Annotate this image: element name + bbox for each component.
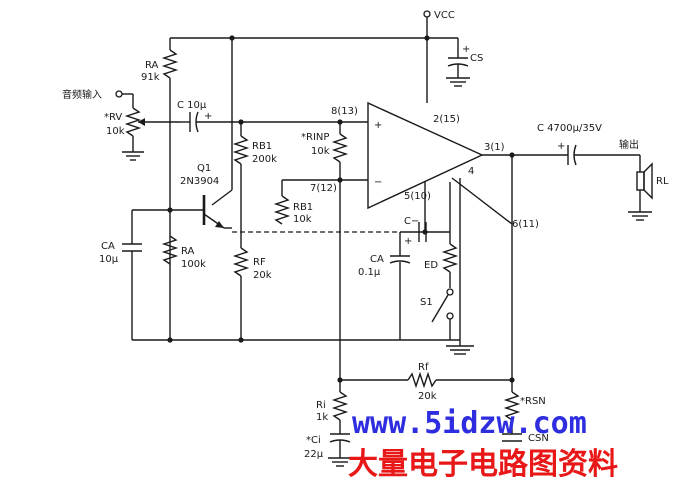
rl-label: RL bbox=[656, 176, 669, 187]
rb1-top-label: RB1 bbox=[252, 141, 272, 152]
ca-left-label: CA bbox=[101, 241, 115, 252]
rl-speaker bbox=[628, 155, 653, 221]
ca-mid-value: 0.1μ bbox=[358, 267, 381, 278]
s1-switch bbox=[431, 288, 454, 340]
ci-value: 22μ bbox=[304, 449, 324, 460]
ri-value: 1k bbox=[316, 412, 328, 423]
pin5-network bbox=[389, 182, 450, 340]
c-minus-label: C− bbox=[404, 216, 419, 227]
rb1-top-resistor bbox=[232, 122, 250, 248]
pin-6-leader bbox=[451, 177, 513, 225]
watermark-site: 大量电子电路图资料 bbox=[348, 447, 618, 482]
rb1-top-value: 200k bbox=[252, 154, 277, 165]
pin-4: 4 bbox=[468, 166, 474, 177]
s1-label: S1 bbox=[420, 297, 433, 308]
op-minus: − bbox=[374, 177, 382, 188]
q1-transistor bbox=[132, 38, 233, 229]
ra-top-value: 91k bbox=[141, 72, 160, 83]
q1-label: Q1 bbox=[197, 163, 211, 174]
rf-left-resistor bbox=[232, 247, 250, 340]
rf-bottom-value: 20k bbox=[418, 391, 437, 402]
ca-left-value: 10μ bbox=[99, 254, 119, 265]
cs-label: CS bbox=[470, 53, 483, 64]
pin-7-12: 7(12) bbox=[310, 183, 337, 194]
ra-top-label: RA bbox=[145, 60, 159, 71]
cs-plus: + bbox=[462, 44, 470, 55]
output-cap-label: C 4700μ/35V bbox=[537, 123, 602, 134]
rsn-resistor bbox=[502, 391, 522, 442]
rv-value: 10k bbox=[106, 126, 125, 137]
pin-8-13: 8(13) bbox=[331, 106, 358, 117]
csn-label: CSN bbox=[528, 433, 549, 444]
rf-bottom-resistor bbox=[340, 155, 515, 392]
ra-low-resistor bbox=[161, 235, 179, 265]
cs-capacitor bbox=[446, 38, 470, 87]
ra-low-label: RA bbox=[181, 246, 195, 257]
ed-label: ED bbox=[424, 260, 438, 271]
rb1-mid-resistor bbox=[273, 180, 291, 225]
rf-left-value: 20k bbox=[253, 270, 272, 281]
ed-resistor bbox=[441, 182, 459, 288]
ri-label: Ri bbox=[316, 400, 326, 411]
rinp-resistor bbox=[331, 122, 349, 180]
rv-label: *RV bbox=[104, 112, 122, 123]
ca-left-capacitor bbox=[122, 210, 142, 340]
op-plus: + bbox=[374, 120, 382, 131]
ci-capacitor bbox=[328, 433, 352, 467]
rb1-mid-value: 10k bbox=[293, 214, 312, 225]
pin-6-11: 6(11) bbox=[512, 219, 539, 230]
input-cap-label: C 10μ bbox=[177, 100, 207, 111]
watermark-url: www.5idzw.com bbox=[352, 406, 587, 441]
output-capacitor bbox=[567, 144, 640, 166]
ra-top-resistor bbox=[161, 38, 179, 340]
pin-5-10: 5(10) bbox=[404, 191, 431, 202]
op-amp bbox=[282, 101, 568, 210]
rinp-label: *RINP bbox=[301, 132, 329, 143]
rf-bottom-label: Rf bbox=[418, 362, 429, 373]
input-cap-plus: + bbox=[204, 111, 212, 122]
input-capacitor bbox=[180, 111, 343, 133]
vcc-rail bbox=[170, 10, 458, 103]
q1-part: 2N3904 bbox=[180, 176, 219, 187]
rsn-label: *RSN bbox=[520, 396, 546, 407]
rinp-value: 10k bbox=[311, 146, 330, 157]
ra-low-value: 100k bbox=[181, 259, 206, 270]
output-label: 输出 bbox=[619, 138, 639, 151]
audio-input-label: 音频输入 bbox=[62, 88, 102, 101]
ri-resistor bbox=[331, 391, 349, 434]
rv-potentiometer bbox=[122, 93, 180, 161]
ci-label: *Ci bbox=[306, 435, 321, 446]
pin-3-1: 3(1) bbox=[484, 142, 505, 153]
audio-input-terminal bbox=[115, 90, 123, 98]
vcc-label: VCC bbox=[434, 10, 455, 21]
pin-2-15: 2(15) bbox=[433, 114, 460, 125]
output-cap-plus: + bbox=[557, 141, 565, 152]
ca-mid-label: CA bbox=[370, 254, 384, 265]
c-minus-plus: + bbox=[404, 236, 412, 247]
rf-left-label: RF bbox=[253, 257, 266, 268]
rb1-mid-label: RB1 bbox=[293, 202, 313, 213]
ground-symbol-main bbox=[446, 178, 474, 355]
